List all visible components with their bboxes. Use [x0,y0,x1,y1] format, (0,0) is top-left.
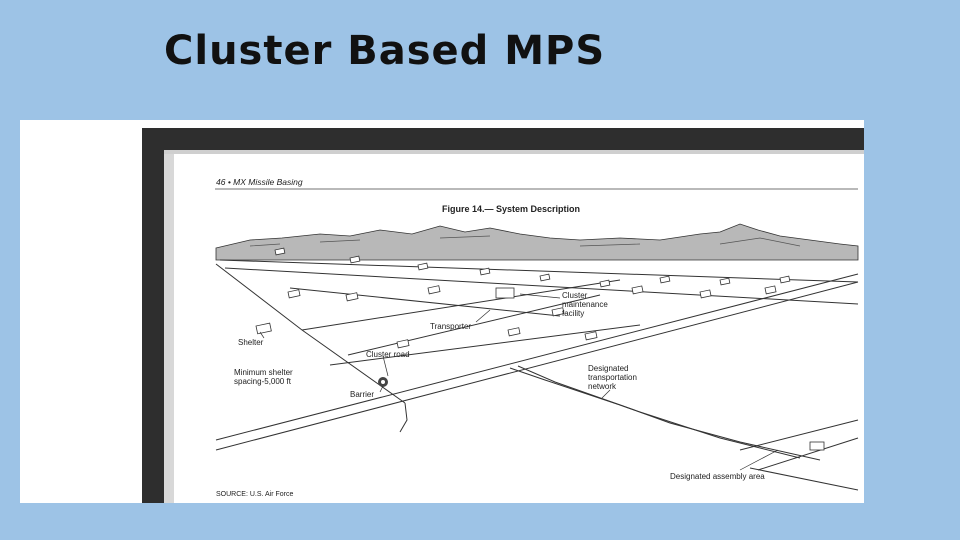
slide-title: Cluster Based MPS [164,28,606,74]
running-header: 46 • MX Missile Basing [216,177,303,187]
label-cluster-road: Cluster road [366,350,410,359]
label-shelter: Shelter [238,338,264,347]
figure-title: Figure 14.— System Description [442,204,581,214]
label-minimum-shelter-spacing: Minimum shelter spacing-5,000 ft [234,368,293,386]
scanned-figure: 46 • MX Missile Basing Figure 14.— Syste… [20,120,864,503]
label-designated-assembly-area: Designated assembly area [670,472,765,481]
label-designated-transportation-network: Designated transportation network [588,364,637,391]
label-cluster-maintenance-facility: Cluster maintenance facility [562,291,608,318]
label-transporter: Transporter [430,322,472,331]
figure-source: SOURCE: U.S. Air Force [216,491,294,498]
figure-drawing [142,128,864,503]
label-barrier: Barrier [350,390,375,399]
